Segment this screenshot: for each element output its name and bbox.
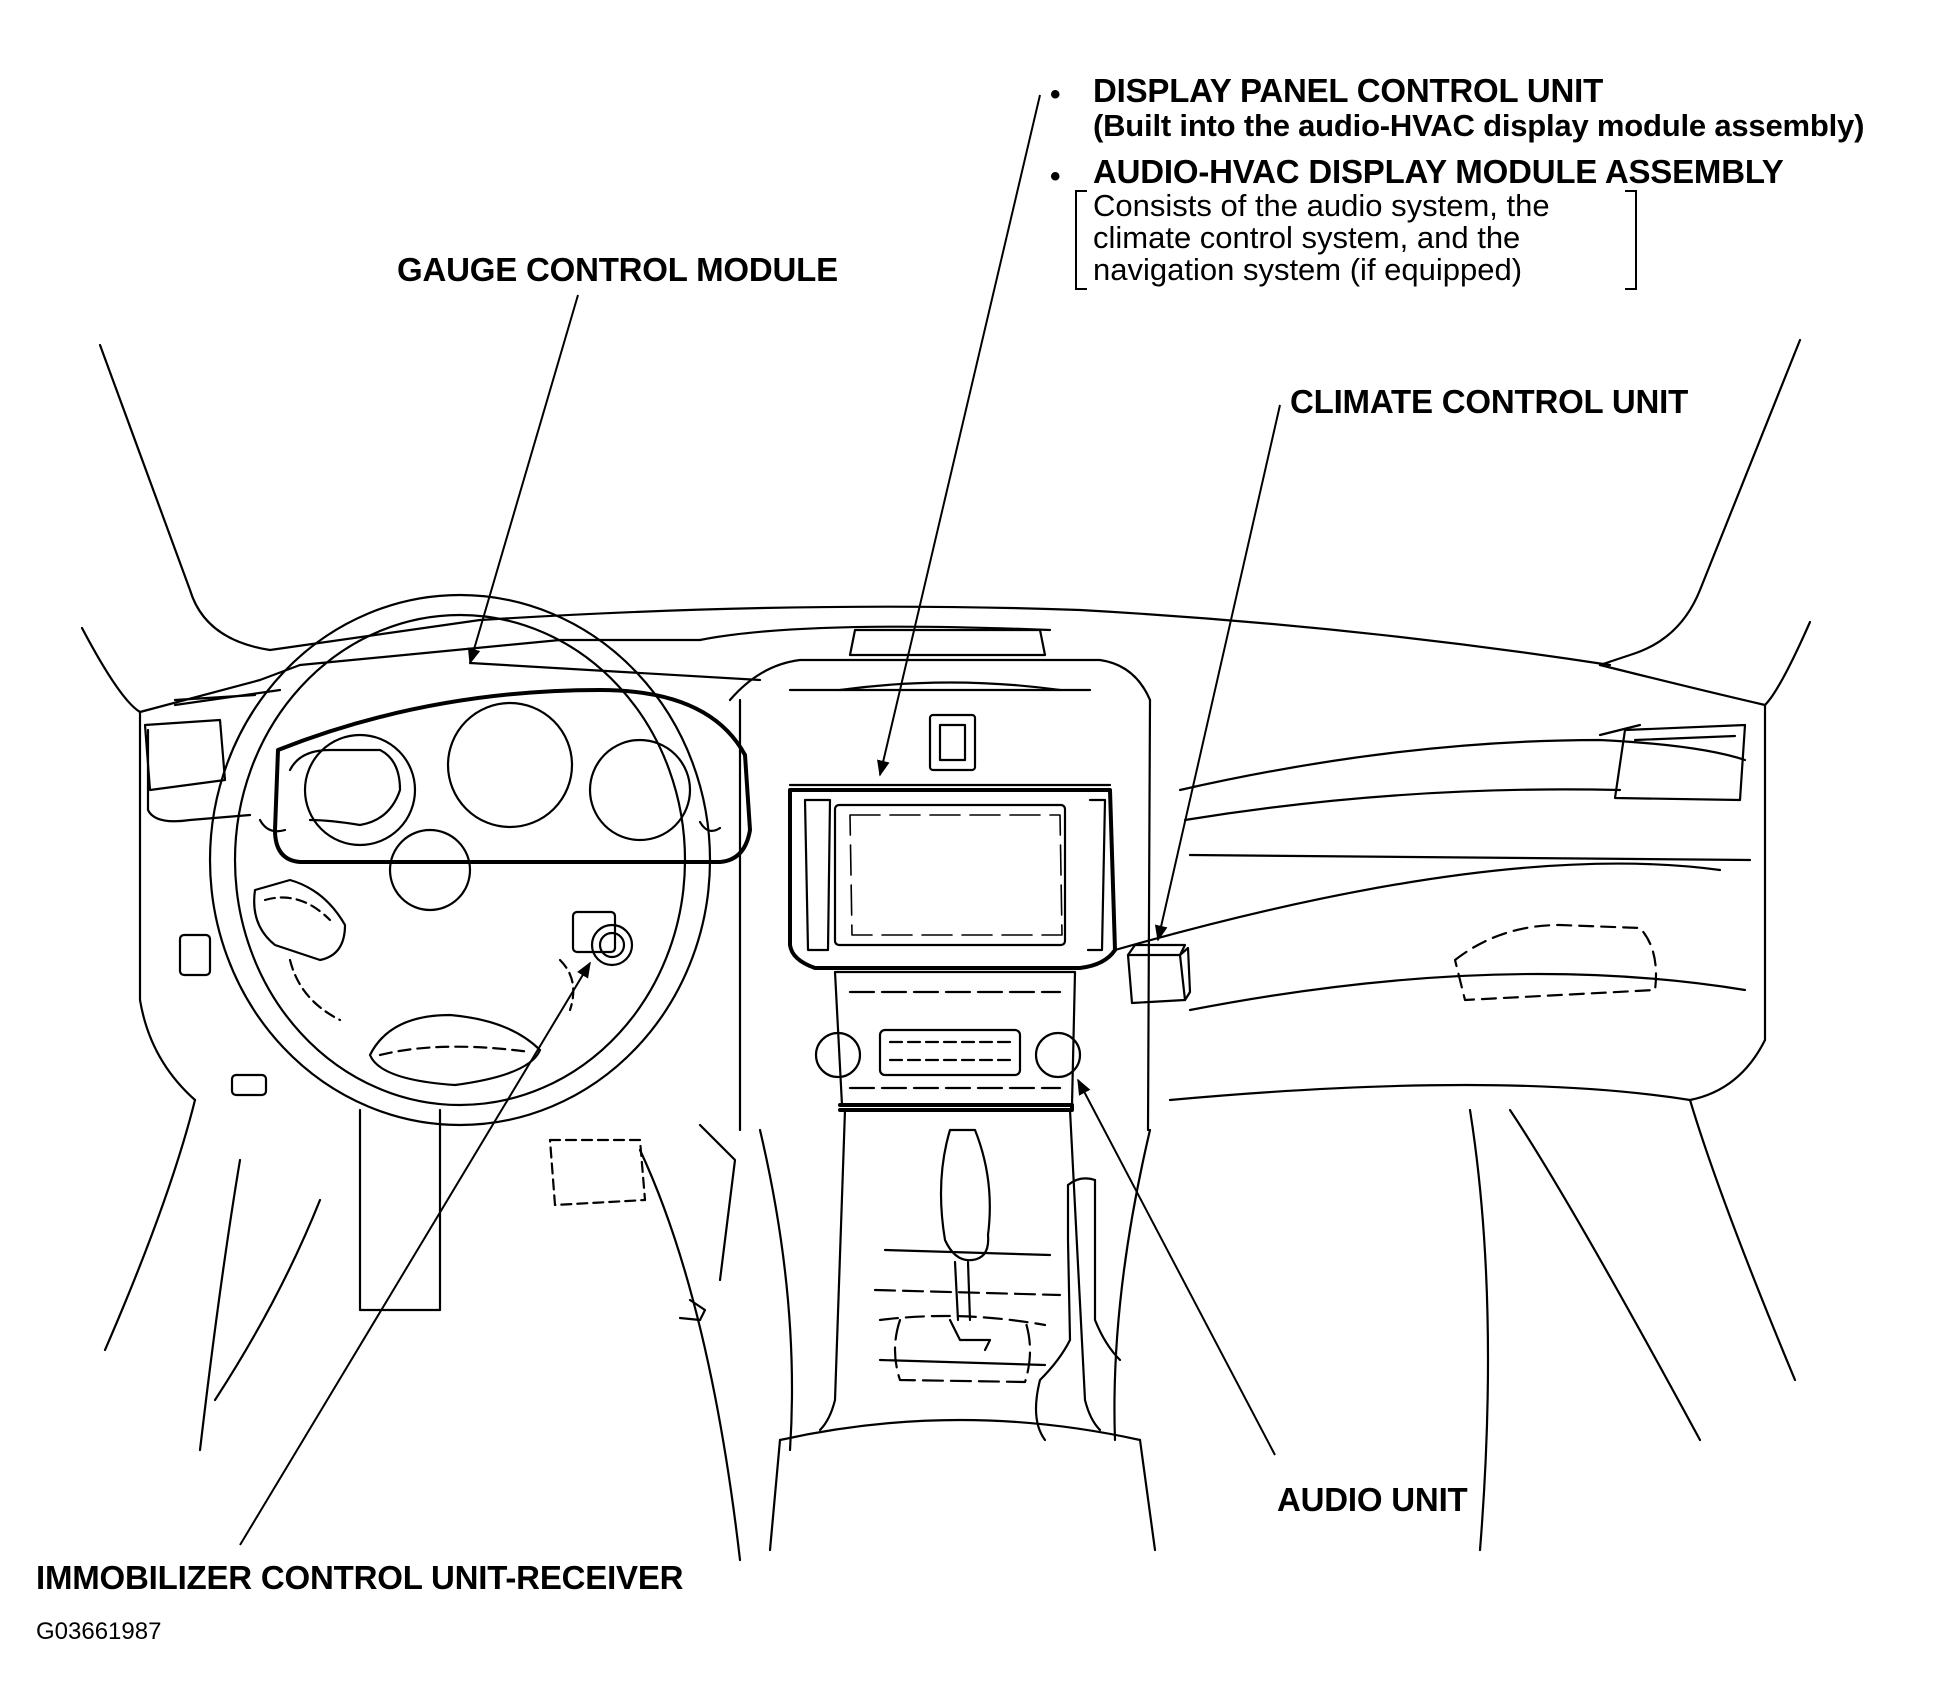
note-bracket-left	[1075, 190, 1087, 290]
audio-hvac-note-line-1: Consists of the audio system, the	[1093, 188, 1550, 223]
dashboard-outline	[80, 338, 1812, 1562]
climate-leader	[1154, 404, 1281, 942]
bullet-display-panel: •	[1050, 78, 1061, 111]
label-immobilizer-control-unit-receiver: IMMOBILIZER CONTROL UNIT-RECEIVER	[36, 1559, 684, 1596]
label-climate-control-unit: CLIMATE CONTROL UNIT	[1290, 383, 1689, 420]
label-display-panel-control-unit: DISPLAY PANEL CONTROL UNIT	[1093, 72, 1604, 109]
audio-hvac-note-line-3: navigation system (if equipped)	[1093, 252, 1523, 287]
label-audio-hvac-assembly: AUDIO-HVAC DISPLAY MODULE ASSEMBLY	[1093, 153, 1784, 190]
bullet-audio-hvac: •	[1050, 160, 1061, 193]
label-gauge-control-module: GAUGE CONTROL MODULE	[397, 251, 838, 288]
immobilizer-leader	[239, 961, 591, 1546]
audio-hvac-note-line-2: climate control system, and the	[1093, 220, 1521, 255]
gauge-leader	[467, 294, 579, 665]
audio-leader	[1077, 1078, 1276, 1456]
label-audio-unit: AUDIO UNIT	[1277, 1481, 1468, 1518]
leader-lines	[239, 94, 1281, 1546]
display-leader	[877, 94, 1041, 777]
figure-code: G03661987	[36, 1618, 162, 1645]
label-display-panel-note: (Built into the audio-HVAC display modul…	[1093, 108, 1865, 143]
note-bracket-right	[1625, 190, 1637, 290]
